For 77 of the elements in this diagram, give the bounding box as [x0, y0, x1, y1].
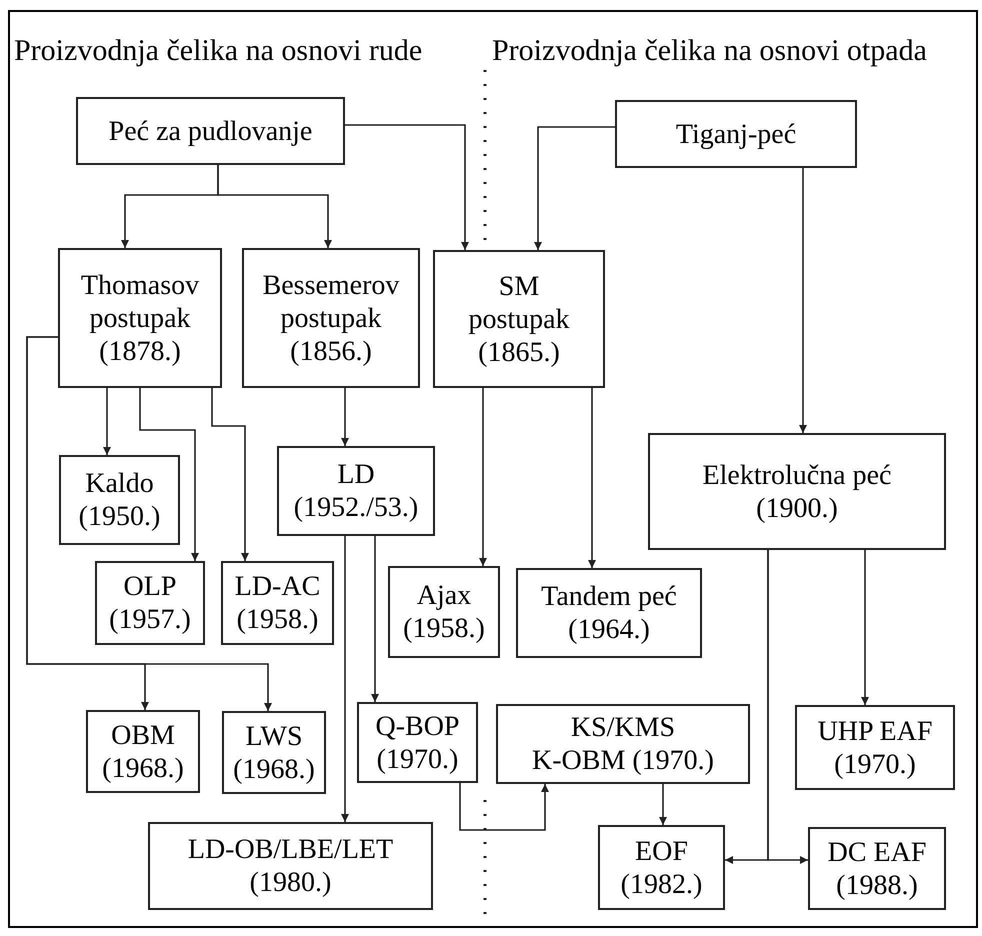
box-label: OLP	[124, 570, 176, 603]
process-box	[795, 705, 955, 790]
box-label: DC EAF	[828, 836, 926, 868]
arrow	[799, 168, 807, 433]
box-label: SM postupak	[467, 270, 571, 336]
box-label: (1980.)	[250, 866, 332, 899]
arrow	[211, 388, 249, 561]
process-box	[58, 248, 222, 388]
box-label: (1900.)	[756, 492, 838, 524]
box-label: (1982.)	[620, 868, 702, 900]
box-label: (1958.)	[403, 612, 485, 645]
box-label: (1988.)	[836, 868, 918, 902]
section-heading: Proizvodnja čelika na osnovi otpada	[492, 34, 927, 68]
arrow	[767, 550, 808, 864]
box-label: KS/KMS	[570, 711, 676, 744]
arrow	[534, 126, 615, 250]
arrow	[217, 165, 332, 248]
arrow	[479, 388, 487, 566]
process-box	[76, 97, 345, 165]
box-label: LD-OB/LBE/LET	[188, 833, 394, 866]
box-label: UHP EAF	[818, 714, 932, 748]
box-label: (1950.)	[78, 500, 160, 533]
box-label: Kaldo	[85, 467, 154, 500]
arrow	[103, 388, 111, 455]
arrow	[861, 550, 869, 705]
box-label: LWS	[245, 720, 303, 752]
box-label: Q-BOP	[375, 710, 460, 742]
process-box	[388, 566, 500, 658]
box-label: (1957.)	[109, 603, 191, 636]
process-box	[59, 455, 180, 545]
process-box	[95, 561, 205, 645]
box-label: Peć za pudlovanje	[108, 114, 312, 148]
arrow	[659, 784, 667, 825]
box-label: Tandem peć	[541, 580, 677, 613]
process-box	[615, 100, 857, 168]
process-box	[357, 702, 478, 783]
box-label: OBM	[111, 718, 175, 752]
process-box	[242, 248, 420, 388]
process-box	[496, 704, 750, 784]
arrow	[371, 536, 379, 702]
box-label: LD	[337, 458, 375, 491]
section-heading: Proizvodnja čelika na osnovi rude	[14, 34, 422, 68]
arrow	[341, 388, 349, 446]
process-box	[516, 568, 702, 658]
box-label: (1958.)	[236, 603, 318, 636]
process-box	[808, 827, 946, 910]
arrow	[26, 336, 272, 711]
process-box	[86, 710, 200, 793]
box-label: LD-AC	[234, 570, 320, 603]
box-label: (1952./53.)	[294, 491, 418, 524]
arrow	[139, 388, 199, 561]
box-label: (1970.)	[376, 742, 458, 776]
arrow	[341, 536, 349, 822]
process-box	[433, 250, 605, 388]
box-label: (1865.)	[478, 336, 560, 368]
box-label: Thomasov postupak	[80, 268, 200, 334]
process-box	[148, 822, 433, 910]
process-box	[221, 561, 334, 645]
box-label: EOF	[635, 834, 688, 868]
arrow	[345, 124, 469, 250]
arrow	[588, 388, 596, 568]
box-label: (1968.)	[102, 752, 184, 784]
box-label: Elektrolučna peć	[702, 458, 892, 492]
box-label: (1968.)	[233, 752, 315, 786]
box-label: (1964.)	[568, 613, 650, 646]
box-label: Ajax	[416, 579, 472, 612]
box-label: Tiganj-peć	[676, 118, 796, 150]
process-box	[598, 825, 725, 910]
process-box	[277, 446, 435, 536]
box-label: (1856.)	[290, 334, 372, 368]
box-label: Bessemerov postupak	[262, 268, 400, 334]
box-label: K-OBM (1970.)	[532, 744, 714, 777]
process-box	[222, 711, 326, 794]
process-box	[648, 433, 946, 550]
box-label: (1970.)	[834, 748, 916, 780]
arrow	[459, 783, 549, 831]
box-label: (1878.)	[99, 334, 181, 368]
